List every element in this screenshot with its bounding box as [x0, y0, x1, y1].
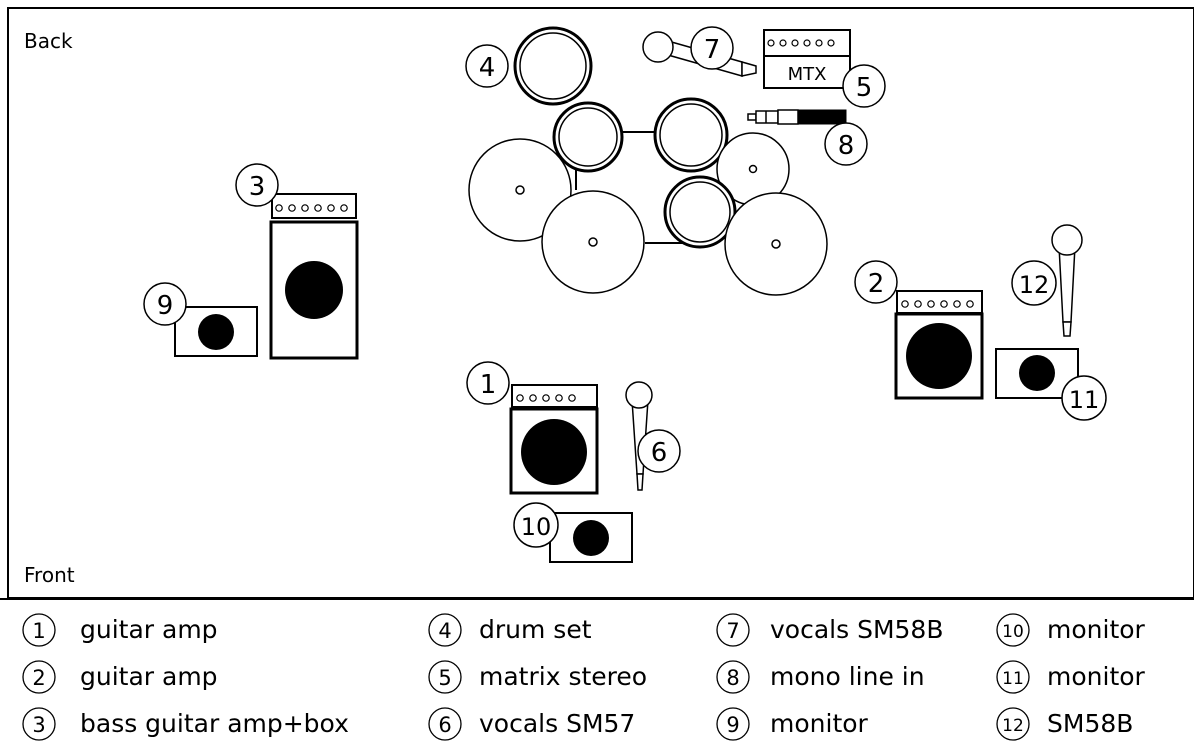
svg-text:9: 9	[157, 291, 174, 321]
legend-item-5: 5 matrix stereo	[428, 660, 647, 694]
legend-item-3: 3 bass guitar amp+box	[22, 707, 349, 741]
legend-text: guitar amp	[80, 662, 218, 691]
marker-1: 1	[466, 361, 510, 405]
legend-item-9: 9 monitor	[716, 707, 869, 741]
svg-text:12: 12	[1002, 716, 1024, 736]
svg-text:2: 2	[32, 666, 45, 690]
legend-text: bass guitar amp+box	[80, 709, 349, 738]
svg-text:11: 11	[1069, 386, 1100, 414]
legend-text: matrix stereo	[479, 662, 647, 691]
stage-markers: 4 7 5 8 3 9 2 12 11 1 6 10	[143, 26, 1107, 548]
floor-tom-center	[541, 190, 645, 294]
svg-text:2: 2	[868, 269, 885, 299]
drum-set	[468, 26, 828, 296]
guitar-amp-1	[509, 384, 599, 495]
legend-item-6: 6 vocals SM57	[428, 707, 635, 741]
tom-1	[552, 101, 624, 173]
guitar-amp-2	[894, 290, 984, 400]
svg-text:12: 12	[1019, 271, 1050, 299]
svg-text:5: 5	[438, 666, 451, 690]
svg-text:10: 10	[1002, 622, 1024, 642]
mono-line-in-jack	[747, 109, 847, 125]
svg-text:7: 7	[704, 35, 721, 65]
svg-text:7: 7	[726, 619, 739, 643]
svg-text:1: 1	[32, 619, 45, 643]
svg-text:8: 8	[726, 666, 739, 690]
marker-4: 4	[465, 44, 509, 88]
bass-amp-box	[269, 193, 359, 360]
legend-text: SM58B	[1047, 709, 1133, 738]
svg-text:4: 4	[479, 53, 496, 83]
svg-text:8: 8	[838, 131, 855, 161]
legend-item-2: 2 guitar amp	[22, 660, 218, 694]
legend-text: vocals SM58B	[770, 615, 943, 644]
marker-12: 12	[1011, 260, 1057, 306]
legend-item-8: 8 mono line in	[716, 660, 925, 694]
svg-text:11: 11	[1002, 669, 1024, 689]
legend: 1 guitar amp 2 guitar amp 3 bass guitar amp…	[22, 613, 1146, 741]
marker-7: 7	[690, 26, 734, 70]
legend-item-12: 12 SM58B	[996, 707, 1133, 741]
legend-item-7: 7 vocals SM58B	[716, 613, 943, 647]
marker-8: 8	[824, 122, 868, 166]
svg-text:5: 5	[856, 73, 873, 103]
legend-text: mono line in	[770, 662, 925, 691]
svg-text:10: 10	[521, 513, 552, 541]
legend-item-10: 10 monitor	[996, 613, 1146, 647]
monitor-wedge-10	[549, 512, 633, 563]
snare-drum	[663, 175, 737, 249]
front-label: Front	[24, 563, 75, 587]
marker-10: 10	[513, 502, 559, 548]
svg-text:3: 3	[32, 713, 45, 737]
legend-text: monitor	[1047, 662, 1146, 691]
floor-tom-left	[468, 138, 572, 242]
marker-5: 5	[842, 64, 886, 108]
marker-3: 3	[235, 163, 279, 207]
legend-text: vocals SM57	[479, 709, 635, 738]
svg-text:6: 6	[438, 713, 451, 737]
ride-cymbal	[724, 192, 828, 296]
crash-cymbal	[513, 26, 593, 106]
marker-6: 6	[637, 429, 681, 473]
legend-text: monitor	[770, 709, 869, 738]
legend-item-11: 11 monitor	[996, 660, 1146, 694]
monitor-wedge-9	[174, 306, 258, 357]
mixer-label: MTX	[788, 64, 827, 85]
marker-11: 11	[1061, 375, 1107, 421]
svg-text:4: 4	[438, 619, 451, 643]
svg-text:1: 1	[480, 370, 497, 400]
svg-text:9: 9	[726, 713, 739, 737]
legend-text: drum set	[479, 615, 592, 644]
legend-item-4: 4 drum set	[428, 613, 592, 647]
mic-sm58b-12	[1051, 224, 1083, 337]
svg-text:3: 3	[249, 172, 266, 202]
legend-item-1: 1 guitar amp	[22, 613, 218, 647]
tom-2	[653, 97, 729, 173]
legend-text: guitar amp	[80, 615, 218, 644]
legend-text: monitor	[1047, 615, 1146, 644]
svg-text:6: 6	[651, 438, 668, 468]
back-label: Back	[24, 29, 73, 53]
marker-9: 9	[143, 282, 187, 326]
marker-2: 2	[854, 260, 898, 304]
matrix-stereo-mixer: MTX	[763, 29, 851, 89]
